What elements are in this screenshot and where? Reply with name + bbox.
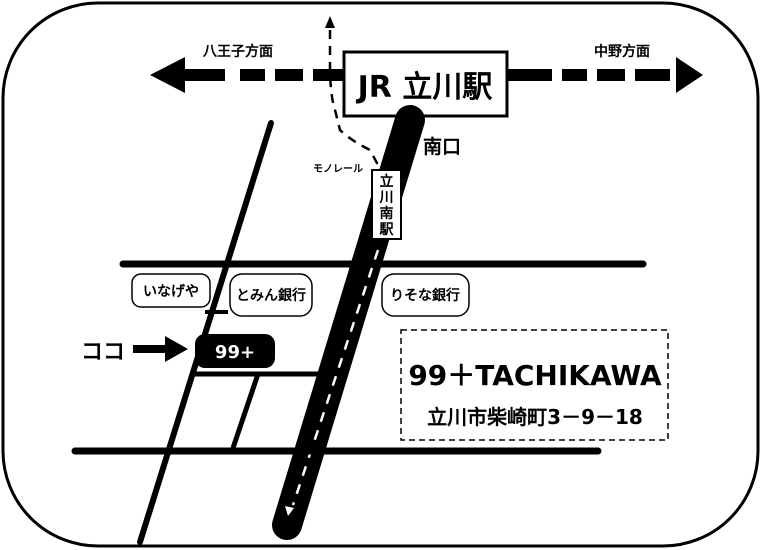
road-left-diagonal (137, 120, 274, 545)
shop-marker-label: 99+ (215, 342, 255, 363)
west-direction-label: 八王子方面 (202, 43, 273, 60)
arrow-up-icon (325, 16, 335, 28)
monorail-station-char-4: 駅 (380, 222, 395, 238)
shop-marker (195, 334, 275, 368)
station-box (342, 50, 509, 118)
jr-line-east (507, 57, 703, 93)
road-short-diagonal (230, 373, 261, 449)
here-arrow-icon (133, 336, 188, 362)
tomin-bank-box (229, 273, 313, 317)
east-direction-label: 中野方面 (594, 43, 650, 60)
inageya-label: いなげや (143, 284, 199, 300)
arrow-down-icon (285, 506, 294, 516)
inageya-box (131, 273, 211, 308)
monorail-station-box (371, 169, 402, 240)
main-street-center-line (291, 249, 380, 506)
resona-bank-label: りそな銀行 (390, 287, 460, 304)
monorail-station-char-3: 南 (380, 205, 394, 222)
monorail-station-char-1: 立 (380, 173, 394, 190)
jr-line-west (150, 57, 343, 93)
shop-name: 99＋TACHIKAWA (408, 359, 662, 392)
shop-address: 立川市柴崎町3－9－18 (427, 405, 643, 429)
south-exit-label: 南口 (423, 136, 461, 158)
arrow-left-icon (150, 57, 185, 93)
station-name: JR 立川駅 (356, 70, 493, 105)
resona-bank-box (381, 273, 470, 317)
shop-info-box (400, 329, 669, 441)
monorail-label: モノレール (313, 164, 363, 175)
tomin-bank-label: とみん銀行 (236, 287, 306, 304)
monorail-station-char-2: 川 (379, 190, 394, 206)
arrow-right-icon (676, 57, 703, 93)
here-label: ココ (81, 340, 125, 365)
